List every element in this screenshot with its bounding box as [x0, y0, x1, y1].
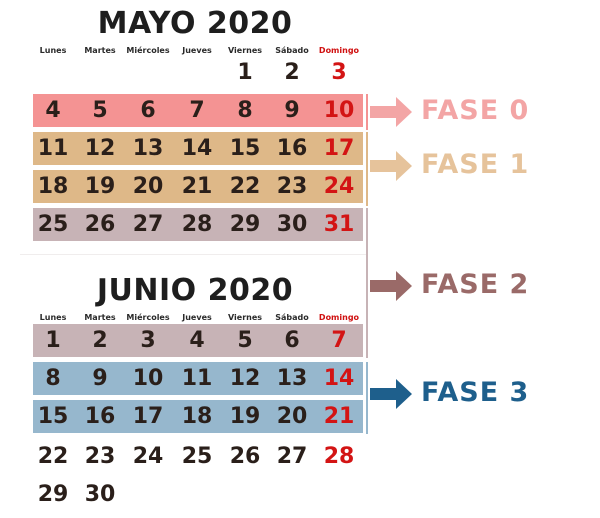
- day-number: 29: [229, 212, 261, 237]
- day-number: 3: [140, 328, 156, 353]
- arrow-right-icon: [370, 271, 412, 301]
- weekday-label: Domingo: [318, 46, 360, 55]
- day-number: 7: [331, 328, 347, 353]
- day-number: 10: [132, 366, 164, 391]
- day-number: 15: [37, 404, 69, 429]
- weekday-label: Martes: [84, 313, 116, 322]
- phase-bracket-fase0: [366, 94, 368, 130]
- phase-band-fase1: [33, 170, 363, 203]
- day-number: 13: [276, 366, 308, 391]
- day-number: 1: [237, 60, 253, 85]
- day-number: 21: [181, 174, 213, 199]
- phase-band-fase2: [33, 324, 363, 357]
- phase-bracket-fase2: [366, 208, 368, 358]
- phase-label-fase3: FASE 3: [421, 377, 530, 408]
- day-number: 6: [284, 328, 300, 353]
- weekday-label: Sábado: [275, 313, 309, 322]
- day-number: 12: [229, 366, 261, 391]
- day-number: 29: [37, 482, 69, 507]
- day-number: 17: [323, 136, 355, 161]
- day-number: 7: [189, 98, 205, 123]
- day-number: 23: [84, 444, 116, 469]
- day-number: 16: [276, 136, 308, 161]
- phase-label-fase2: FASE 2: [421, 269, 530, 300]
- day-number: 25: [37, 212, 69, 237]
- day-number: 20: [276, 404, 308, 429]
- day-number: 1: [45, 328, 61, 353]
- phase-label-fase0: FASE 0: [421, 95, 530, 126]
- month-title: JUNIO 2020: [96, 273, 294, 308]
- day-number: 18: [37, 174, 69, 199]
- day-number: 4: [189, 328, 205, 353]
- weekday-label: Viernes: [227, 46, 263, 55]
- weekday-label: Jueves: [182, 46, 212, 55]
- day-number: 12: [84, 136, 116, 161]
- day-number: 17: [132, 404, 164, 429]
- day-number: 13: [132, 136, 164, 161]
- phase-band-fase1: [33, 132, 363, 165]
- month-separator: [20, 254, 368, 255]
- day-number: 14: [323, 366, 355, 391]
- phase-band-fase0: [33, 94, 363, 127]
- day-number: 24: [132, 444, 164, 469]
- weekday-label: Lunes: [39, 313, 67, 322]
- day-number: 19: [229, 404, 261, 429]
- arrow-right-icon: [370, 97, 412, 127]
- arrow-right-icon: [370, 151, 412, 181]
- day-number: 20: [132, 174, 164, 199]
- weekday-label: Martes: [84, 46, 116, 55]
- phase-label-fase1: FASE 1: [421, 149, 530, 180]
- weekday-label: Miércoles: [126, 46, 170, 55]
- day-number: 3: [331, 60, 347, 85]
- phase-band-fase2: [33, 208, 363, 241]
- day-number: 11: [181, 366, 213, 391]
- weekday-label: Sábado: [275, 46, 309, 55]
- day-number: 27: [132, 212, 164, 237]
- phase-bracket-fase1: [366, 132, 368, 206]
- day-number: 11: [37, 136, 69, 161]
- day-number: 9: [92, 366, 108, 391]
- phase-band-fase3: [33, 400, 363, 433]
- day-number: 6: [140, 98, 156, 123]
- weekday-label: Miércoles: [126, 313, 170, 322]
- day-number: 5: [237, 328, 253, 353]
- day-number: 26: [229, 444, 261, 469]
- day-number: 14: [181, 136, 213, 161]
- day-number: 19: [84, 174, 116, 199]
- day-number: 2: [284, 60, 300, 85]
- day-number: 10: [323, 98, 355, 123]
- day-number: 21: [323, 404, 355, 429]
- weekday-label: Domingo: [318, 313, 360, 322]
- day-number: 8: [45, 366, 61, 391]
- day-number: 26: [84, 212, 116, 237]
- weekday-label: Lunes: [39, 46, 67, 55]
- day-number: 4: [45, 98, 61, 123]
- day-number: 22: [37, 444, 69, 469]
- day-number: 24: [323, 174, 355, 199]
- arrow-right-icon: [370, 379, 412, 409]
- day-number: 15: [229, 136, 261, 161]
- day-number: 23: [276, 174, 308, 199]
- day-number: 31: [323, 212, 355, 237]
- day-number: 27: [276, 444, 308, 469]
- day-number: 8: [237, 98, 253, 123]
- month-title: MAYO 2020: [97, 6, 293, 41]
- weekday-label: Viernes: [227, 313, 263, 322]
- day-number: 2: [92, 328, 108, 353]
- day-number: 30: [276, 212, 308, 237]
- day-number: 30: [84, 482, 116, 507]
- day-number: 22: [229, 174, 261, 199]
- day-number: 28: [323, 444, 355, 469]
- day-number: 16: [84, 404, 116, 429]
- phase-bracket-fase3: [366, 362, 368, 434]
- day-number: 18: [181, 404, 213, 429]
- day-number: 5: [92, 98, 108, 123]
- phase-band-fase3: [33, 362, 363, 395]
- day-number: 9: [284, 98, 300, 123]
- day-number: 28: [181, 212, 213, 237]
- weekday-label: Jueves: [182, 313, 212, 322]
- day-number: 25: [181, 444, 213, 469]
